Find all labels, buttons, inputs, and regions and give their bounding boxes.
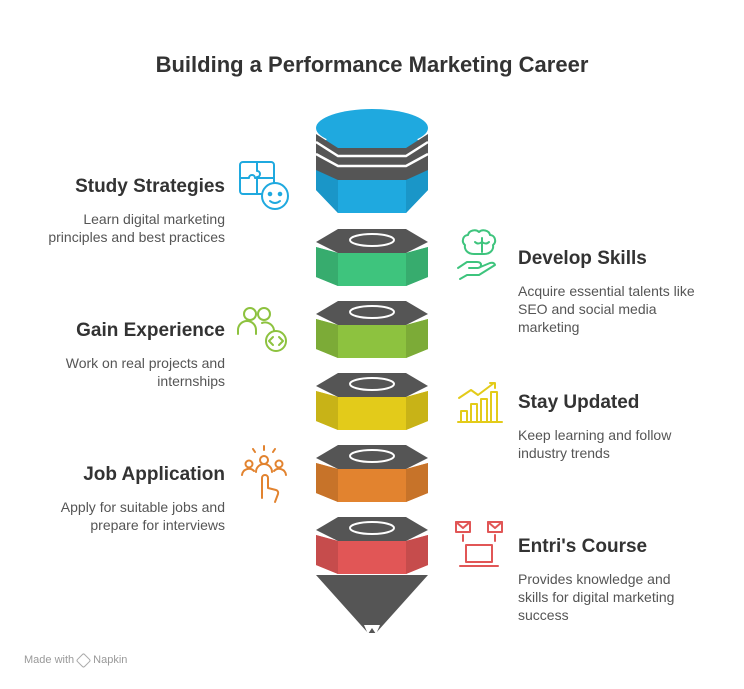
tower-cap — [315, 109, 429, 213]
napkin-logo-icon — [75, 652, 92, 668]
step-title: Job Application — [83, 464, 225, 485]
step-title: Stay Updated — [518, 392, 640, 413]
step-title: Develop Skills — [518, 248, 647, 269]
step-title: Study Strategies — [75, 176, 225, 197]
footer-made-with: Made with — [24, 654, 75, 666]
step-title: Gain Experience — [76, 320, 225, 341]
tower-segment — [316, 229, 428, 286]
page-title: Building a Performance Marketing Career — [155, 52, 589, 77]
tower-segment — [316, 301, 428, 358]
tower-tip — [316, 575, 428, 634]
tower-segment — [316, 517, 428, 574]
tower-segment — [316, 373, 428, 430]
tower-segment — [316, 445, 428, 502]
footer-brand: Napkin — [93, 654, 128, 666]
footer: Made with Napkin — [24, 652, 128, 668]
step-title: Entri's Course — [518, 536, 648, 557]
